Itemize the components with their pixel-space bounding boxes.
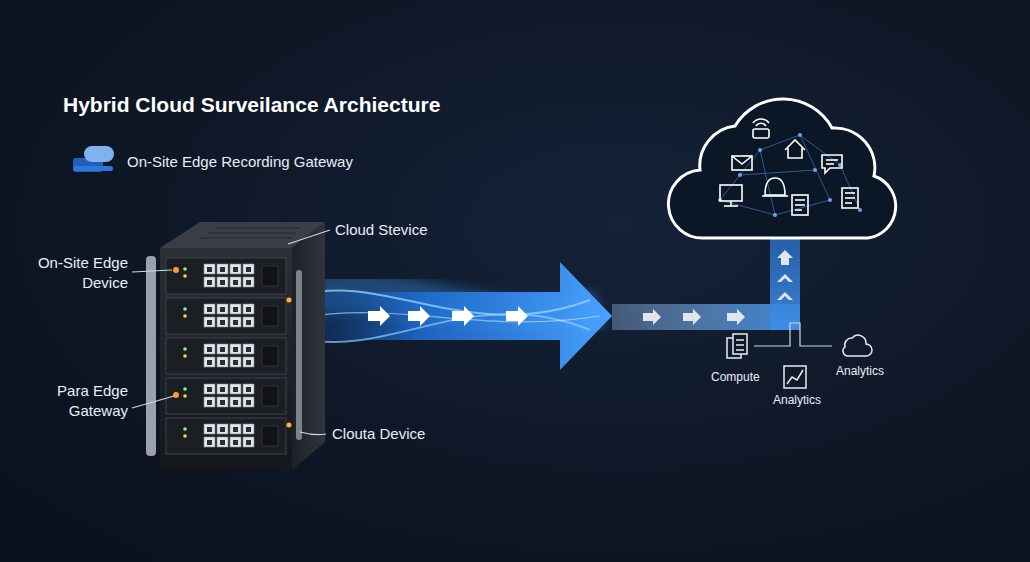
callout-label: On-Site Edge Device <box>28 253 128 292</box>
server-rack <box>146 222 325 470</box>
subtitle-icon <box>73 146 114 172</box>
diagram-title: Hybrid Cloud Surveilance Archiecture <box>63 93 440 117</box>
leader-lines <box>132 230 330 435</box>
uplink-band <box>612 238 800 330</box>
callout-label: Para Edge Gateway <box>44 381 128 420</box>
callout-label: Clouta Device <box>332 424 425 444</box>
subtitle: On-Site Edge Recording Gateway <box>127 152 353 172</box>
service-label: Analytics <box>773 393 821 407</box>
data-flow-arrow <box>290 262 612 370</box>
cloud-symbol <box>668 99 895 238</box>
service-label: Analytics <box>836 364 884 378</box>
callout-label: Cloud Stevice <box>335 220 428 240</box>
service-label: Compute <box>711 370 760 384</box>
